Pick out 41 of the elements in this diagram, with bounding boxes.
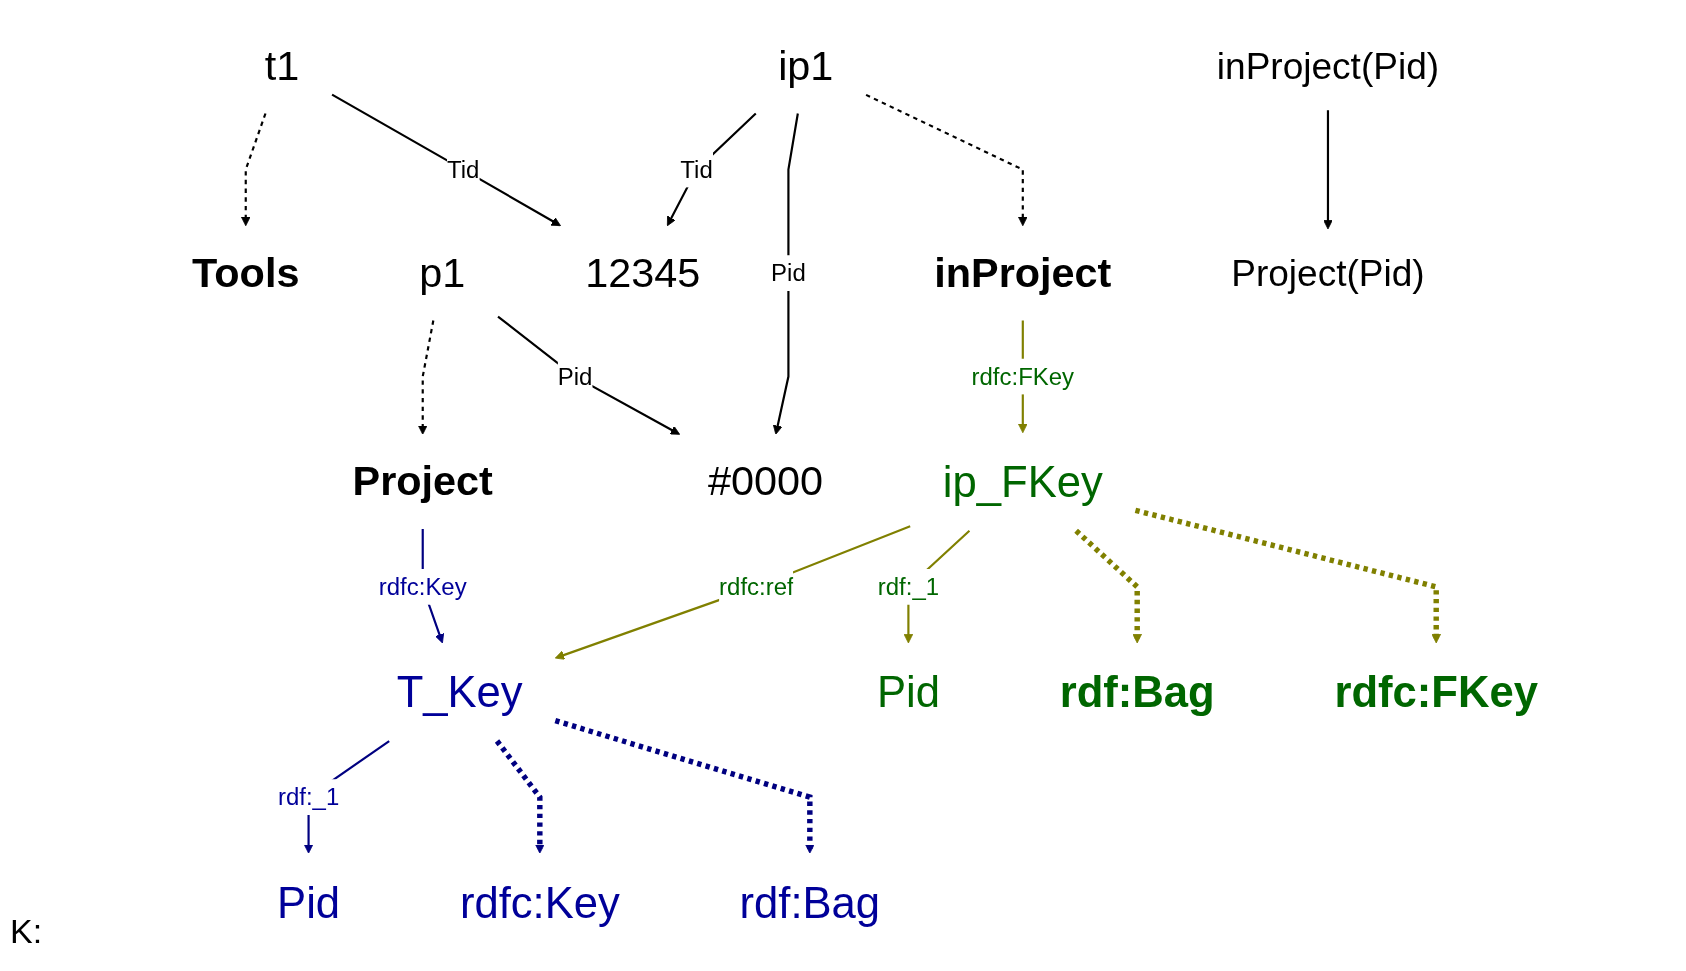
- node-text: inProject: [934, 249, 1112, 296]
- edge-label: rdfc:ref: [719, 573, 794, 601]
- node-text: ip_FKey: [942, 457, 1103, 506]
- node-text: Tools: [192, 249, 300, 296]
- arrow: [1134, 507, 1441, 644]
- arrow: [240, 113, 267, 227]
- arrow: [554, 525, 911, 660]
- node-text: T_Key: [396, 668, 523, 716]
- node-text: Pid: [277, 878, 341, 927]
- edge-label: Pid: [771, 259, 806, 287]
- arrow: [494, 739, 545, 854]
- node-text: Project(Pid): [1231, 251, 1425, 294]
- node-text: #0000: [707, 458, 824, 505]
- arrow: [666, 112, 757, 227]
- arrow: [331, 93, 561, 227]
- edge-label: rdf:_1: [277, 783, 340, 811]
- node-text: p1: [419, 249, 466, 296]
- node-text: inProject(Pid): [1216, 44, 1440, 87]
- node-text: t1: [264, 42, 300, 89]
- arrow: [865, 93, 1028, 227]
- edge-label: Tid: [447, 155, 480, 184]
- note-text: K:: [10, 912, 43, 950]
- node-text: rdf:Bag: [1059, 668, 1215, 716]
- node-text: Pid: [876, 668, 940, 716]
- node-text: 12345: [585, 249, 701, 296]
- node-text: rdfc:Key: [459, 878, 620, 927]
- arrow: [1074, 528, 1142, 644]
- arrow: [417, 320, 435, 435]
- node-text: rdf:Bag: [739, 878, 881, 927]
- node-text: Project: [352, 458, 493, 505]
- edge-label: rdfc:FKey: [971, 362, 1075, 391]
- node-text: rdfc:FKey: [1334, 668, 1538, 716]
- node-text: ip1: [778, 42, 834, 89]
- arrow: [1323, 110, 1333, 230]
- arrow: [554, 718, 815, 854]
- arrow: [772, 113, 799, 435]
- edge-label: Tid: [680, 155, 713, 184]
- edge-label: Pid: [557, 362, 593, 391]
- arrow: [497, 315, 681, 435]
- edge-label: rdfc:Key: [378, 573, 467, 601]
- edge-label: rdf:_1: [877, 573, 940, 601]
